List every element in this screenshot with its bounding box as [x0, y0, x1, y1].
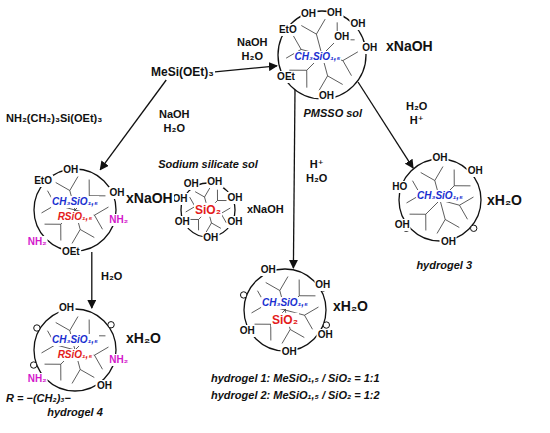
formula-text: NH₂ — [27, 236, 48, 248]
reagent-label: H⁺ H₂O — [305, 158, 328, 186]
formula-text: OH — [174, 216, 191, 228]
formula-text: hydrogel 3 — [415, 259, 473, 272]
formula-text: CH₃SiO₁,₅ — [51, 196, 99, 208]
formula-text: OH — [202, 232, 219, 244]
reaction-arrow — [293, 89, 295, 268]
formula-text: SiO₂ — [271, 313, 299, 327]
formula-text: OEt — [276, 71, 296, 83]
reaction-arrow — [91, 252, 92, 308]
formula-text: Sodium silicate sol — [157, 159, 259, 172]
formula-text: CH₃SiO₁,₅ — [51, 334, 99, 346]
formula-text: OH — [239, 325, 256, 337]
formula-text: OH — [226, 192, 243, 204]
formula-text: OH — [96, 380, 113, 392]
annotation-label: xNaOH — [125, 190, 174, 207]
formula-text: OH — [361, 42, 378, 54]
annotation-label: xH₂O — [125, 330, 162, 347]
formula-text: OH — [394, 219, 411, 231]
annotation-label: hydrogel 1: MeSiO₁,₅ / SiO₂ = 1:1 — [210, 372, 381, 385]
formula-text: OEt — [61, 246, 81, 258]
formula-text: SiO₂ — [194, 203, 222, 217]
formula-text: OH — [317, 329, 334, 341]
annotation-label: xNaOH — [246, 203, 285, 216]
formula-text: OH — [333, 31, 350, 43]
formula-text: NH₂ — [108, 214, 129, 226]
formula-text: EtO — [278, 24, 298, 36]
formula-text: OH — [109, 187, 126, 199]
formula-text: RSiO₁,₅ — [57, 349, 94, 361]
formula-text: OH — [281, 346, 298, 358]
formula-text: EtO — [33, 175, 53, 187]
reaction-arrow — [100, 80, 166, 170]
annotation-label: hydrogel 2: MeSiO₁,₅ / SiO₂ = 1:2 — [210, 389, 381, 402]
formula-text: hydrogel 4 — [46, 406, 104, 419]
reagent-label: H₂O H⁺ — [405, 100, 428, 128]
reagent-label: NaOH H₂O — [236, 36, 269, 64]
formula-text: HO — [391, 181, 408, 193]
formula-text: NH₂ — [27, 373, 48, 385]
formula-text: CH₃SiO₁,₅ — [294, 51, 342, 63]
reagent-node: MeSi(OEt)₃ — [150, 62, 215, 80]
sphere-node: EtOOHOHCH₃SiO₁,₅RSiO₁,₅NH₂NH₂OEt — [33, 168, 117, 252]
sphere-node: OHOHCH₃SiO₁,₅SiO₂OHOHOH — [243, 268, 327, 352]
formula-text: CH₃SiO₁,₅ — [416, 190, 464, 202]
formula-text: MeSi(OEt)₃ — [150, 65, 215, 79]
formula-text: OH — [326, 7, 343, 19]
formula-text: PMSSO sol — [302, 108, 363, 121]
reagent-label: NaOH H₂O — [158, 108, 191, 136]
formula-text: OH — [58, 302, 75, 314]
sphere-node: OHOHHOCH₃SiO₁,₅OHOHhydrogel 3 — [398, 158, 482, 242]
formula-text: CH₃SiO₁,₅ — [261, 297, 309, 309]
formula-text: OH — [260, 264, 277, 276]
reaction-arrow — [215, 66, 277, 72]
formula-text: OH — [318, 90, 335, 102]
annotation-label: xH₂O — [486, 192, 523, 209]
formula-text: OH — [226, 216, 243, 228]
formula-text: OH — [172, 193, 189, 205]
annotation-label: xNaOH — [385, 38, 434, 55]
formula-text: OH — [62, 164, 79, 176]
annotation-label: R = −(CH₂)₃− — [5, 392, 72, 405]
formula-text: OH — [432, 152, 449, 164]
formula-text: OH — [206, 176, 223, 188]
annotation-label: NH₂(CH₂)₃Si(OEt)₃ — [5, 112, 103, 125]
formula-text: NH₂ — [108, 354, 129, 366]
reagent-label: H₂O — [100, 270, 123, 284]
sphere-node: OHCH₃SiO₁,₅RSiO₁,₅NH₂NH₂OHhydrogel 4 — [33, 308, 117, 392]
formula-text: OH — [467, 165, 484, 177]
formula-text: OH — [300, 8, 317, 20]
formula-text: RSiO₁,₅ — [57, 211, 94, 223]
formula-text: OH — [350, 18, 367, 30]
sphere-node: EtOOHOHOHOHOHCH₃SiO₁,₅OHOEtPMSSO sol — [277, 10, 367, 100]
formula-text: OH — [314, 279, 331, 291]
formula-text: OH — [440, 236, 457, 248]
annotation-label: xH₂O — [332, 298, 369, 315]
formula-text: OH — [183, 178, 200, 190]
sphere-node: Sodium silicate solOHOHOHOHOHOHOHSiO₂ — [180, 182, 236, 238]
